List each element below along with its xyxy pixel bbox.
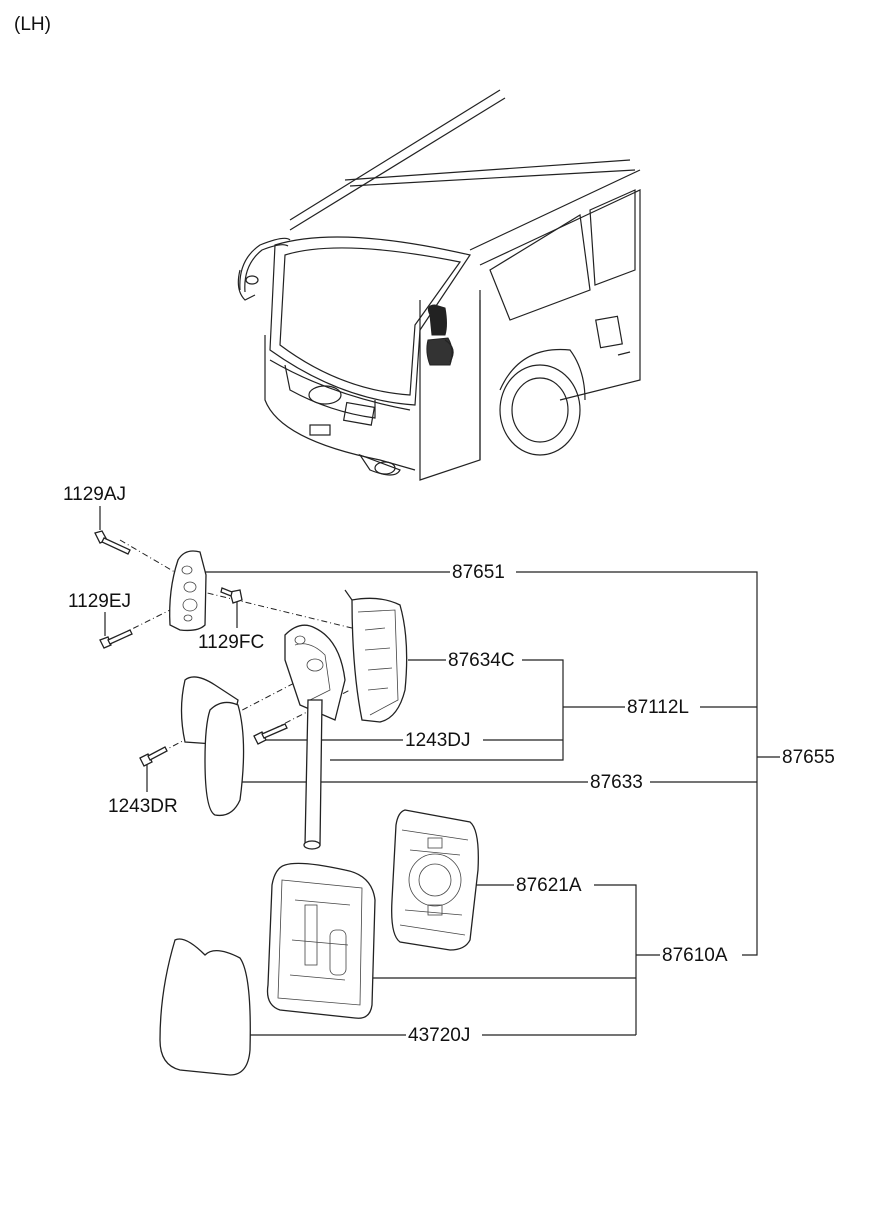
part-label-87651: 87651 bbox=[450, 562, 507, 583]
part-label-87633: 87633 bbox=[588, 772, 645, 793]
part-label-1243DR: 1243DR bbox=[106, 796, 180, 817]
part-label-1129FC: 1129FC bbox=[196, 632, 267, 653]
van-illustration bbox=[237, 89, 641, 481]
screw-1129EJ bbox=[99, 629, 133, 649]
part-43720J bbox=[159, 938, 251, 1076]
part-label-87634C: 87634C bbox=[446, 650, 517, 671]
part-87651 bbox=[169, 550, 207, 632]
part-label-43720J: 43720J bbox=[406, 1025, 473, 1046]
side-indicator: (LH) bbox=[14, 14, 51, 35]
part-87633 bbox=[180, 676, 245, 817]
part-base-assembly bbox=[284, 624, 346, 850]
screw-1129FC bbox=[220, 587, 243, 604]
leader-lines bbox=[99, 506, 780, 1036]
part-87621A bbox=[391, 809, 479, 951]
part-label-1129EJ: 1129EJ bbox=[66, 591, 134, 612]
part-label-87655: 87655 bbox=[780, 747, 837, 768]
part-label-1243DJ: 1243DJ bbox=[403, 730, 473, 751]
screw-1243DJ bbox=[253, 723, 288, 745]
screw-1129AJ bbox=[94, 530, 131, 555]
part-label-1129AJ: 1129AJ bbox=[61, 484, 129, 505]
part-label-87112L: 87112L bbox=[625, 697, 691, 718]
part-shapes bbox=[94, 530, 479, 1076]
part-87610A bbox=[266, 862, 376, 1019]
part-label-87610A: 87610A bbox=[660, 945, 730, 966]
part-label-87621A: 87621A bbox=[514, 875, 584, 896]
part-87634C bbox=[344, 589, 408, 723]
screw-1243DR bbox=[139, 746, 168, 767]
